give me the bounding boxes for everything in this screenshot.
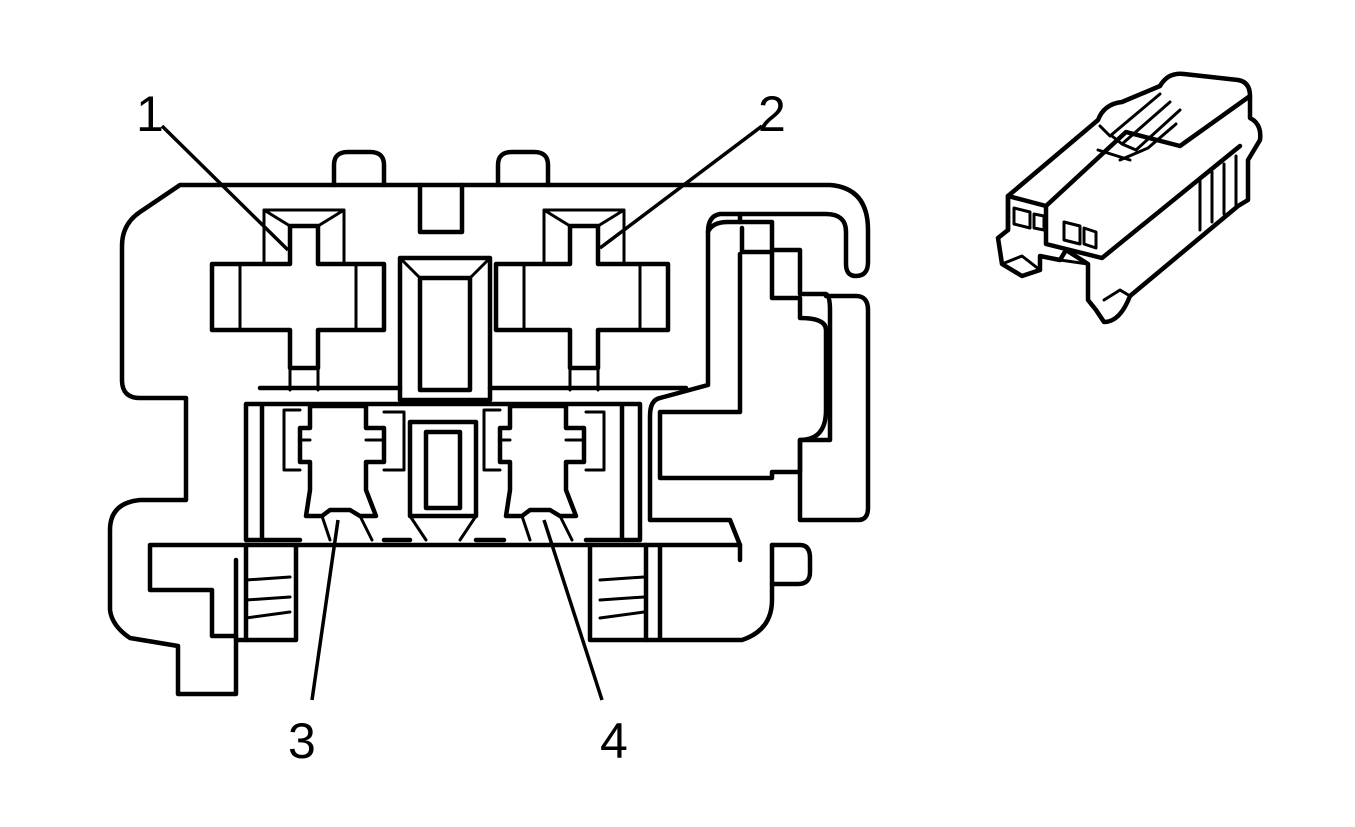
housing-right-wall [647, 211, 743, 563]
center-cavity-upper [397, 255, 493, 403]
iso-bottom-tabs [1000, 254, 1132, 302]
terminal-cavity-1 [209, 208, 387, 392]
iso-latch-ribs [1096, 92, 1182, 162]
housing-bottom [147, 542, 775, 643]
rib-hatch-left-3 [244, 610, 292, 620]
callout-4: 4 [600, 713, 628, 769]
top-bump-left [331, 149, 387, 188]
rib-hatch-left-1 [244, 575, 292, 582]
iso-side-fins [1198, 154, 1238, 232]
leader-3 [310, 519, 340, 701]
iso-front-face [1005, 143, 1243, 261]
center-cavity-lower [407, 419, 479, 542]
terminal-cavity-3 [282, 403, 406, 542]
iso-top-ridge [1005, 93, 1253, 209]
leader-4 [542, 519, 604, 701]
leader-2 [598, 124, 764, 250]
housing-outline [107, 182, 871, 697]
terminal-cavity-2 [493, 208, 671, 392]
rib-hatch-right-1 [598, 575, 646, 582]
callout-3: 3 [288, 713, 316, 769]
rib-hatch-right-3 [598, 610, 646, 620]
latch-outer [705, 219, 871, 523]
iso-front-cavities [1012, 206, 1098, 250]
connector-iso-view [995, 71, 1263, 325]
top-bump-right [495, 149, 551, 188]
rib-hatch-left-2 [244, 595, 292, 602]
iso-body-outline [995, 71, 1263, 325]
connector-face-view: 1 2 3 4 [107, 86, 871, 769]
terminal-cavity-4 [482, 403, 606, 542]
rib-hatch-right-2 [598, 595, 646, 602]
lower-row-frame [243, 401, 643, 543]
callout-1: 1 [136, 86, 164, 142]
latch-tab [769, 542, 813, 587]
callout-2: 2 [758, 86, 786, 142]
leader-1 [160, 124, 290, 252]
center-key-top [417, 182, 465, 235]
latch-inner [657, 225, 829, 481]
